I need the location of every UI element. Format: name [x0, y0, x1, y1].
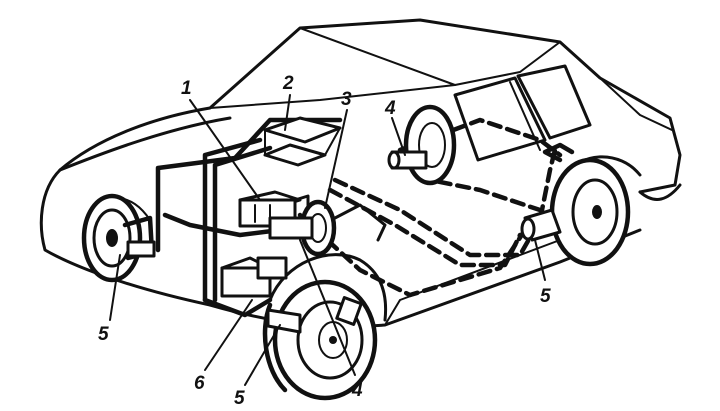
wheel-front-right [262, 279, 378, 401]
callout-1: 1 [181, 78, 192, 99]
callout-5-front-left: 5 [98, 324, 109, 345]
wheel-rear-right [520, 142, 631, 267]
callout-2: 2 [282, 73, 294, 94]
callout-4-lower: 4 [351, 380, 363, 401]
callout-5-front-right: 5 [234, 388, 245, 409]
callout-5-rear: 5 [540, 286, 551, 307]
callout-labels: 1 2 3 4 4 5 5 5 6 [98, 73, 551, 409]
component-3-booster [268, 199, 387, 257]
callout-6: 6 [194, 373, 205, 394]
component-2-control-box [263, 116, 342, 167]
wheel-rear-left [387, 104, 457, 186]
callout-4-upper: 4 [384, 98, 396, 119]
wheel-front-left [81, 193, 156, 283]
callout-3: 3 [341, 89, 352, 110]
leader-lines [109, 94, 546, 386]
component-6-regulator [220, 256, 288, 298]
